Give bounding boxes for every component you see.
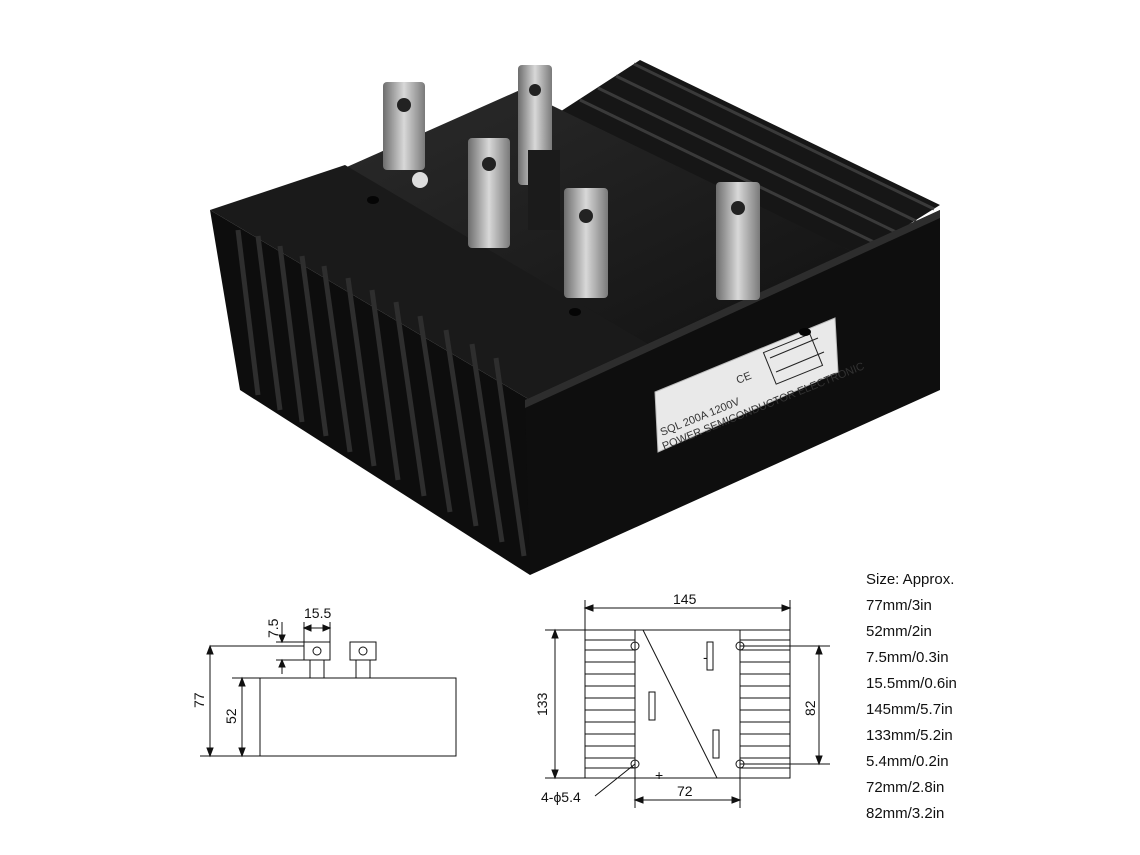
terminal-tab bbox=[716, 182, 760, 300]
dim-145-label: 145 bbox=[673, 591, 697, 607]
dim-hole-label: 4-ϕ5.4 bbox=[541, 789, 581, 805]
spec-line: 77mm/3in bbox=[866, 597, 932, 614]
minus-mark: - bbox=[703, 649, 708, 665]
top-body-outline bbox=[584, 629, 791, 779]
terminal-tab bbox=[383, 82, 425, 170]
heatsink-back-fins bbox=[555, 60, 940, 255]
side-view-drawing: 15.5 7.5 77 52 bbox=[191, 605, 457, 758]
dim-82-label: 82 bbox=[802, 700, 818, 716]
heatsink-left-fins bbox=[210, 165, 650, 575]
terminal-tab bbox=[468, 138, 510, 248]
spec-title: Size: Approx. bbox=[866, 571, 955, 588]
terminal-tab bbox=[564, 188, 608, 298]
spec-line: 52mm/2in bbox=[866, 623, 932, 640]
top-fins-right bbox=[740, 639, 790, 769]
spec-line: 145mm/5.7in bbox=[866, 701, 953, 718]
dim-72-label: 72 bbox=[677, 783, 693, 799]
top-fins-left bbox=[585, 639, 635, 769]
side-body-outline bbox=[259, 677, 457, 757]
spec-line: 7.5mm/0.3in bbox=[866, 649, 949, 666]
terminal-tab bbox=[518, 65, 560, 230]
bridge-circuit-icon bbox=[762, 333, 825, 385]
size-spec-panel: Size: Approx. 77mm/3in 52mm/2in 7.5mm/0.… bbox=[866, 570, 1126, 830]
top-view-drawing: 145 133 82 72 4-ϕ5.4 - + bbox=[534, 591, 830, 808]
dim-52-label: 52 bbox=[223, 708, 239, 724]
spec-line: 72mm/2.8in bbox=[866, 779, 945, 796]
dim-15-5-label: 15.5 bbox=[304, 605, 331, 621]
terminal-tabs bbox=[383, 65, 760, 300]
dim-77-label: 77 bbox=[191, 692, 207, 708]
label-ce-mark: CE bbox=[735, 370, 754, 387]
spec-line: 5.4mm/0.2in bbox=[866, 753, 949, 770]
spec-line: 15.5mm/0.6in bbox=[866, 675, 957, 692]
dim-7-5-label: 7.5 bbox=[265, 618, 281, 638]
dim-133-label: 133 bbox=[534, 692, 550, 716]
plus-mark: + bbox=[655, 767, 663, 783]
spec-line: 82mm/3.2in bbox=[866, 805, 945, 822]
product-photo: SQL 200A 1200V POWER SEMICONDUCTOR ELECT… bbox=[210, 60, 940, 575]
mounting-holes bbox=[367, 172, 811, 336]
spec-line: 133mm/5.2in bbox=[866, 727, 953, 744]
